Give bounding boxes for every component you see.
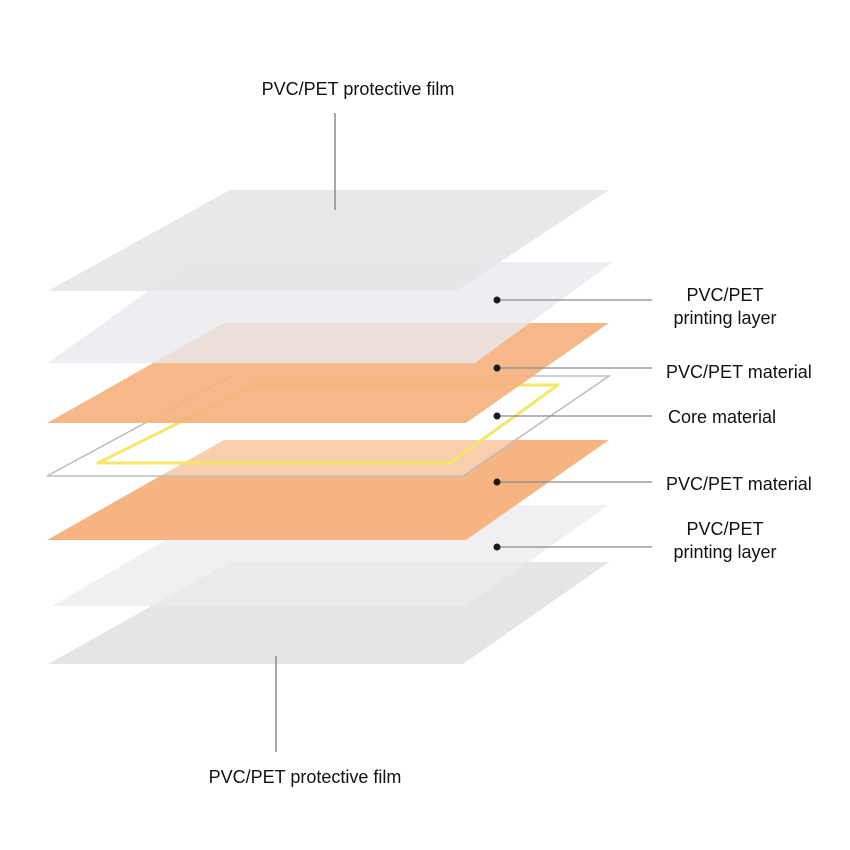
leader-dot-top-material [493,364,501,372]
label-core-material: Core material [668,407,777,427]
label-bottom-printing-line2: printing layer [673,542,777,562]
leader-dot-top-printing [493,296,501,304]
label-bottom-material: PVC/PET material [666,474,812,494]
label-bottom-protective-film: PVC/PET protective film [208,767,402,787]
leader-dot-core [493,412,501,420]
label-top-printing-line2: printing layer [673,308,777,328]
label-bottom-printing-layer: PVC/PET printing layer [658,518,792,564]
label-top-protective-film: PVC/PET protective film [261,79,455,99]
label-top-printing-layer: PVC/PET printing layer [658,284,792,330]
bottom-material-layer [47,440,609,540]
top-protective-film-layer [48,190,609,291]
label-top-printing-line1: PVC/PET [686,285,764,305]
leader-dot-bottom-printing [493,543,501,551]
label-bottom-printing-line1: PVC/PET [686,519,764,539]
label-top-material: PVC/PET material [666,362,812,382]
leader-dot-bottom-material [493,478,501,486]
